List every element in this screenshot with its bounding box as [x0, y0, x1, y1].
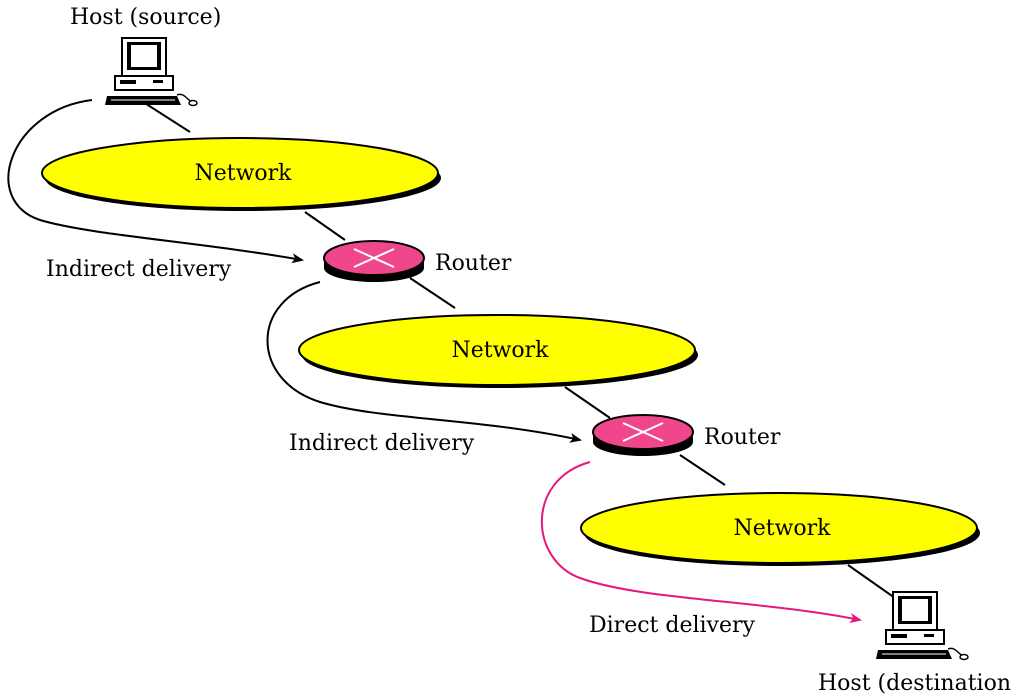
link-network-3-to-host: [847, 564, 896, 599]
host-source: Host (source): [70, 5, 221, 107]
network-3-ellipse: [580, 492, 978, 564]
network-3-label: Network: [733, 516, 831, 541]
link-router-2-to-network-3: [679, 454, 726, 486]
network-2-ellipse: [298, 314, 696, 386]
network-1-ellipse: [41, 137, 439, 209]
host-source-label: Host (source): [70, 5, 221, 30]
link-router-1-to-network-2: [409, 277, 456, 309]
network-1-label: Network: [194, 161, 292, 186]
network-2: Network: [298, 314, 698, 388]
computer-icon: [876, 591, 969, 661]
link-host-to-network-1: [139, 99, 191, 133]
router-1-label: Router: [435, 251, 512, 276]
link-network-2-to-router-2: [564, 386, 611, 419]
router-icon: [592, 414, 694, 456]
network-1: Network: [41, 137, 441, 211]
router-1: Router: [323, 240, 512, 282]
indirect-delivery-label-1: Indirect delivery: [46, 257, 232, 282]
router-icon: [323, 240, 425, 282]
indirect-delivery-path-1: [7, 99, 304, 264]
indirect-delivery-label-2: Indirect delivery: [289, 431, 475, 456]
network-2-label: Network: [451, 338, 549, 363]
link-network-1-to-router-1: [304, 211, 346, 241]
router-2-label: Router: [704, 425, 781, 450]
indirect-delivery-path-2: [266, 281, 582, 443]
router-2: Router: [592, 414, 781, 456]
host-destination: Host (destination): [818, 591, 1011, 696]
host-destination-label: Host (destination): [818, 671, 1011, 696]
direct-delivery-path: [540, 461, 862, 623]
network-3: Network: [580, 492, 980, 566]
computer-icon: [105, 37, 198, 107]
direct-delivery-label: Direct delivery: [589, 613, 756, 638]
